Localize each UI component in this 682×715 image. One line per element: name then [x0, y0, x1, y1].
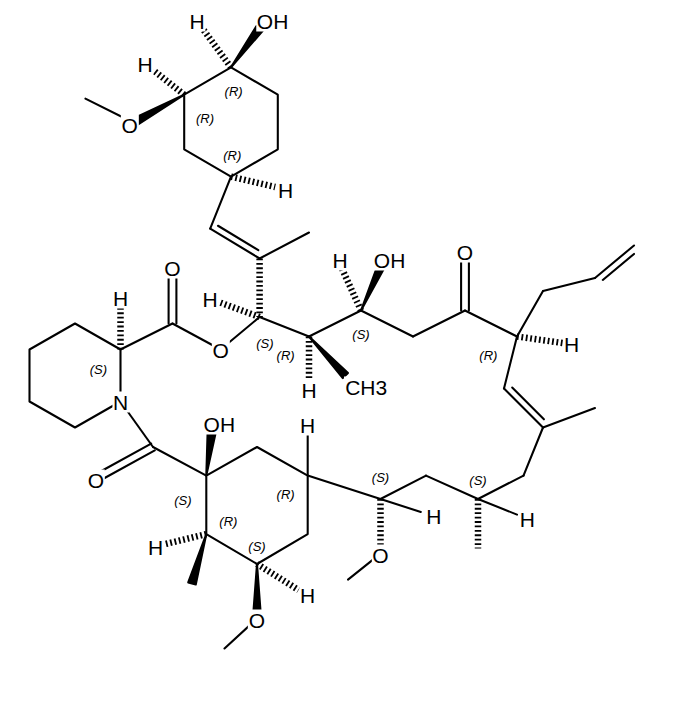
atom-label: OH: [203, 413, 237, 434]
stereo-descriptor: (R): [277, 487, 295, 500]
atom-label: H: [202, 288, 219, 309]
atom-label: H: [112, 287, 129, 308]
atom-label: O: [371, 544, 389, 565]
stereo-descriptor: (S): [248, 539, 265, 552]
stereo-descriptor: (S): [352, 327, 369, 340]
stereo-descriptor: (R): [196, 112, 214, 125]
atom-label: H: [299, 585, 316, 606]
atom-label: O: [120, 114, 138, 135]
atom-label: CH3: [344, 377, 388, 398]
atom-label: OH: [373, 249, 407, 270]
atom-label: H: [300, 379, 317, 400]
atom-label: H: [563, 334, 580, 355]
atom-label: O: [456, 242, 474, 263]
atom-label: O: [211, 339, 229, 360]
atom-label: H: [519, 508, 536, 529]
atom-label: O: [248, 609, 266, 630]
stereo-descriptor: (S): [469, 473, 486, 486]
atom-label: H: [189, 10, 206, 31]
stereo-descriptor: (S): [256, 337, 273, 350]
atom-label: H: [137, 53, 154, 74]
stereo-descriptor: (S): [90, 363, 107, 376]
stereo-descriptor: (R): [225, 84, 243, 97]
atom-label: H: [425, 505, 442, 526]
atom-label: O: [87, 469, 105, 490]
stereo-descriptor: (R): [219, 515, 237, 528]
stereo-descriptor: (R): [479, 348, 497, 361]
atom-label: H: [332, 249, 349, 270]
atom-label: O: [163, 257, 181, 278]
stereo-descriptor: (R): [223, 148, 241, 161]
atom-label: N: [112, 391, 129, 412]
stereo-descriptor: (S): [174, 494, 191, 507]
atom-label: H: [277, 179, 294, 200]
stereo-descriptor: (S): [372, 470, 389, 483]
atom-label: OH: [256, 10, 290, 31]
stereo-descriptor: (R): [277, 348, 295, 361]
atom-label: H: [147, 537, 164, 558]
atom-label: H: [299, 414, 316, 435]
